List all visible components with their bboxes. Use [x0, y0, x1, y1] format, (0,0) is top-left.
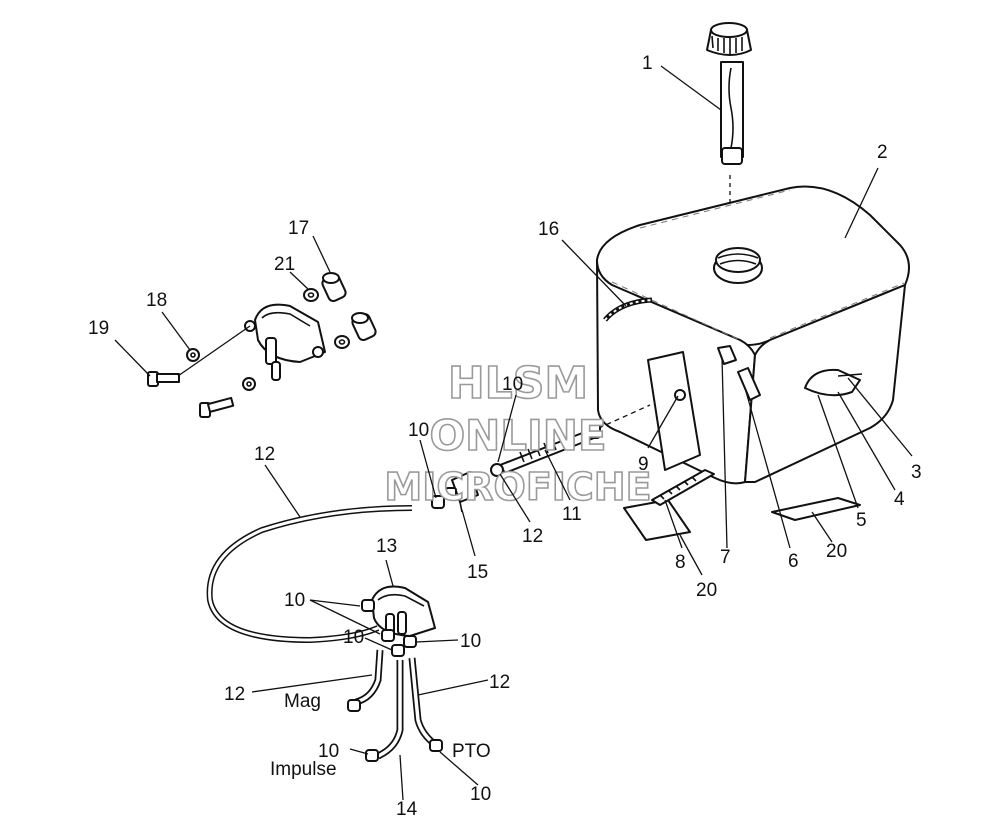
part-clamp-impulse-end: [365, 749, 379, 762]
part-tank-pad-left: [623, 499, 691, 541]
callout-10-top: 10: [502, 374, 523, 395]
callout-14: 14: [396, 799, 418, 820]
callout-11: 11: [562, 504, 582, 525]
part-clamp-pump-b: [381, 629, 395, 642]
part-washer-lower: [334, 335, 350, 349]
callout-7: 7: [720, 547, 731, 568]
callout-12-loop: 12: [254, 444, 275, 465]
part-clamp-pump-a: [361, 599, 375, 612]
watermark-line-1: HLSM: [448, 358, 588, 409]
part-lock-washer-upper: [186, 348, 200, 362]
callout-12-spring: 12: [522, 526, 543, 547]
callout-10-pump-right: 10: [460, 631, 481, 652]
part-fuel-tank: [595, 185, 910, 485]
callout-17: 17: [288, 218, 309, 239]
callout-20-right: 20: [826, 541, 847, 562]
line-labels: Mag PTO Impulse: [270, 691, 491, 780]
callout-8: 8: [675, 552, 686, 573]
callout-10-pump-left: 10: [343, 627, 364, 648]
callout-5: 5: [856, 510, 867, 531]
callout-10-pump: 10: [284, 590, 305, 611]
callout-10-valve: 10: [408, 420, 429, 441]
part-lock-washer-lower: [242, 377, 256, 391]
callout-15: 15: [467, 562, 488, 583]
callout-4: 4: [894, 489, 905, 510]
part-spacer-lower: [351, 312, 377, 342]
part-washer-upper: [303, 288, 319, 302]
callout-18: 18: [146, 290, 167, 311]
callout-21: 21: [274, 254, 295, 275]
part-line-pto: [408, 657, 439, 748]
callout-12-pto: 12: [489, 672, 510, 693]
part-clamp-valve: [431, 495, 445, 509]
callout-10-pto: 10: [470, 784, 491, 805]
part-clamp-tank-side: [585, 423, 601, 439]
label-mag: Mag: [284, 691, 321, 712]
label-pto: PTO: [452, 741, 491, 762]
part-fuel-cap-gauge: [706, 22, 752, 165]
label-impulse: Impulse: [270, 759, 337, 780]
callouts: 1 2 3 4 5 6 7 8 9 10 10 10 10 10 10 10 1…: [88, 53, 922, 820]
part-line-impulse: [376, 660, 404, 760]
callout-9: 9: [638, 454, 649, 475]
callout-16: 16: [538, 219, 559, 240]
callout-6: 6: [788, 551, 799, 572]
callout-12-mag: 12: [224, 684, 245, 705]
watermark-line-2: ONLINE: [429, 411, 606, 460]
part-spacer-upper: [321, 272, 347, 303]
callout-13: 13: [376, 536, 397, 557]
callout-20-left: 20: [696, 580, 717, 601]
callout-10-impulse: 10: [318, 741, 339, 762]
part-shutoff-valve: [445, 471, 479, 513]
callout-3: 3: [911, 462, 922, 483]
part-clamp-mag-end: [347, 699, 361, 712]
leader-lines: [114, 65, 913, 801]
part-screw-lower: [199, 396, 235, 418]
part-clamp-pump-c: [391, 644, 405, 657]
part-screw-upper: [147, 371, 180, 387]
callout-1: 1: [642, 53, 653, 74]
callout-19: 19: [88, 318, 109, 339]
part-fuel-pump-lower: [371, 585, 436, 637]
part-clamp-pto-end: [429, 739, 443, 752]
part-tank-pad-right: [771, 497, 861, 521]
part-clamp-pump-d: [403, 635, 417, 648]
leader-screw-axis: [177, 325, 251, 377]
part-tank-strap: [651, 469, 715, 506]
callout-2: 2: [877, 142, 888, 163]
part-fuel-pump-upper: [244, 303, 326, 381]
